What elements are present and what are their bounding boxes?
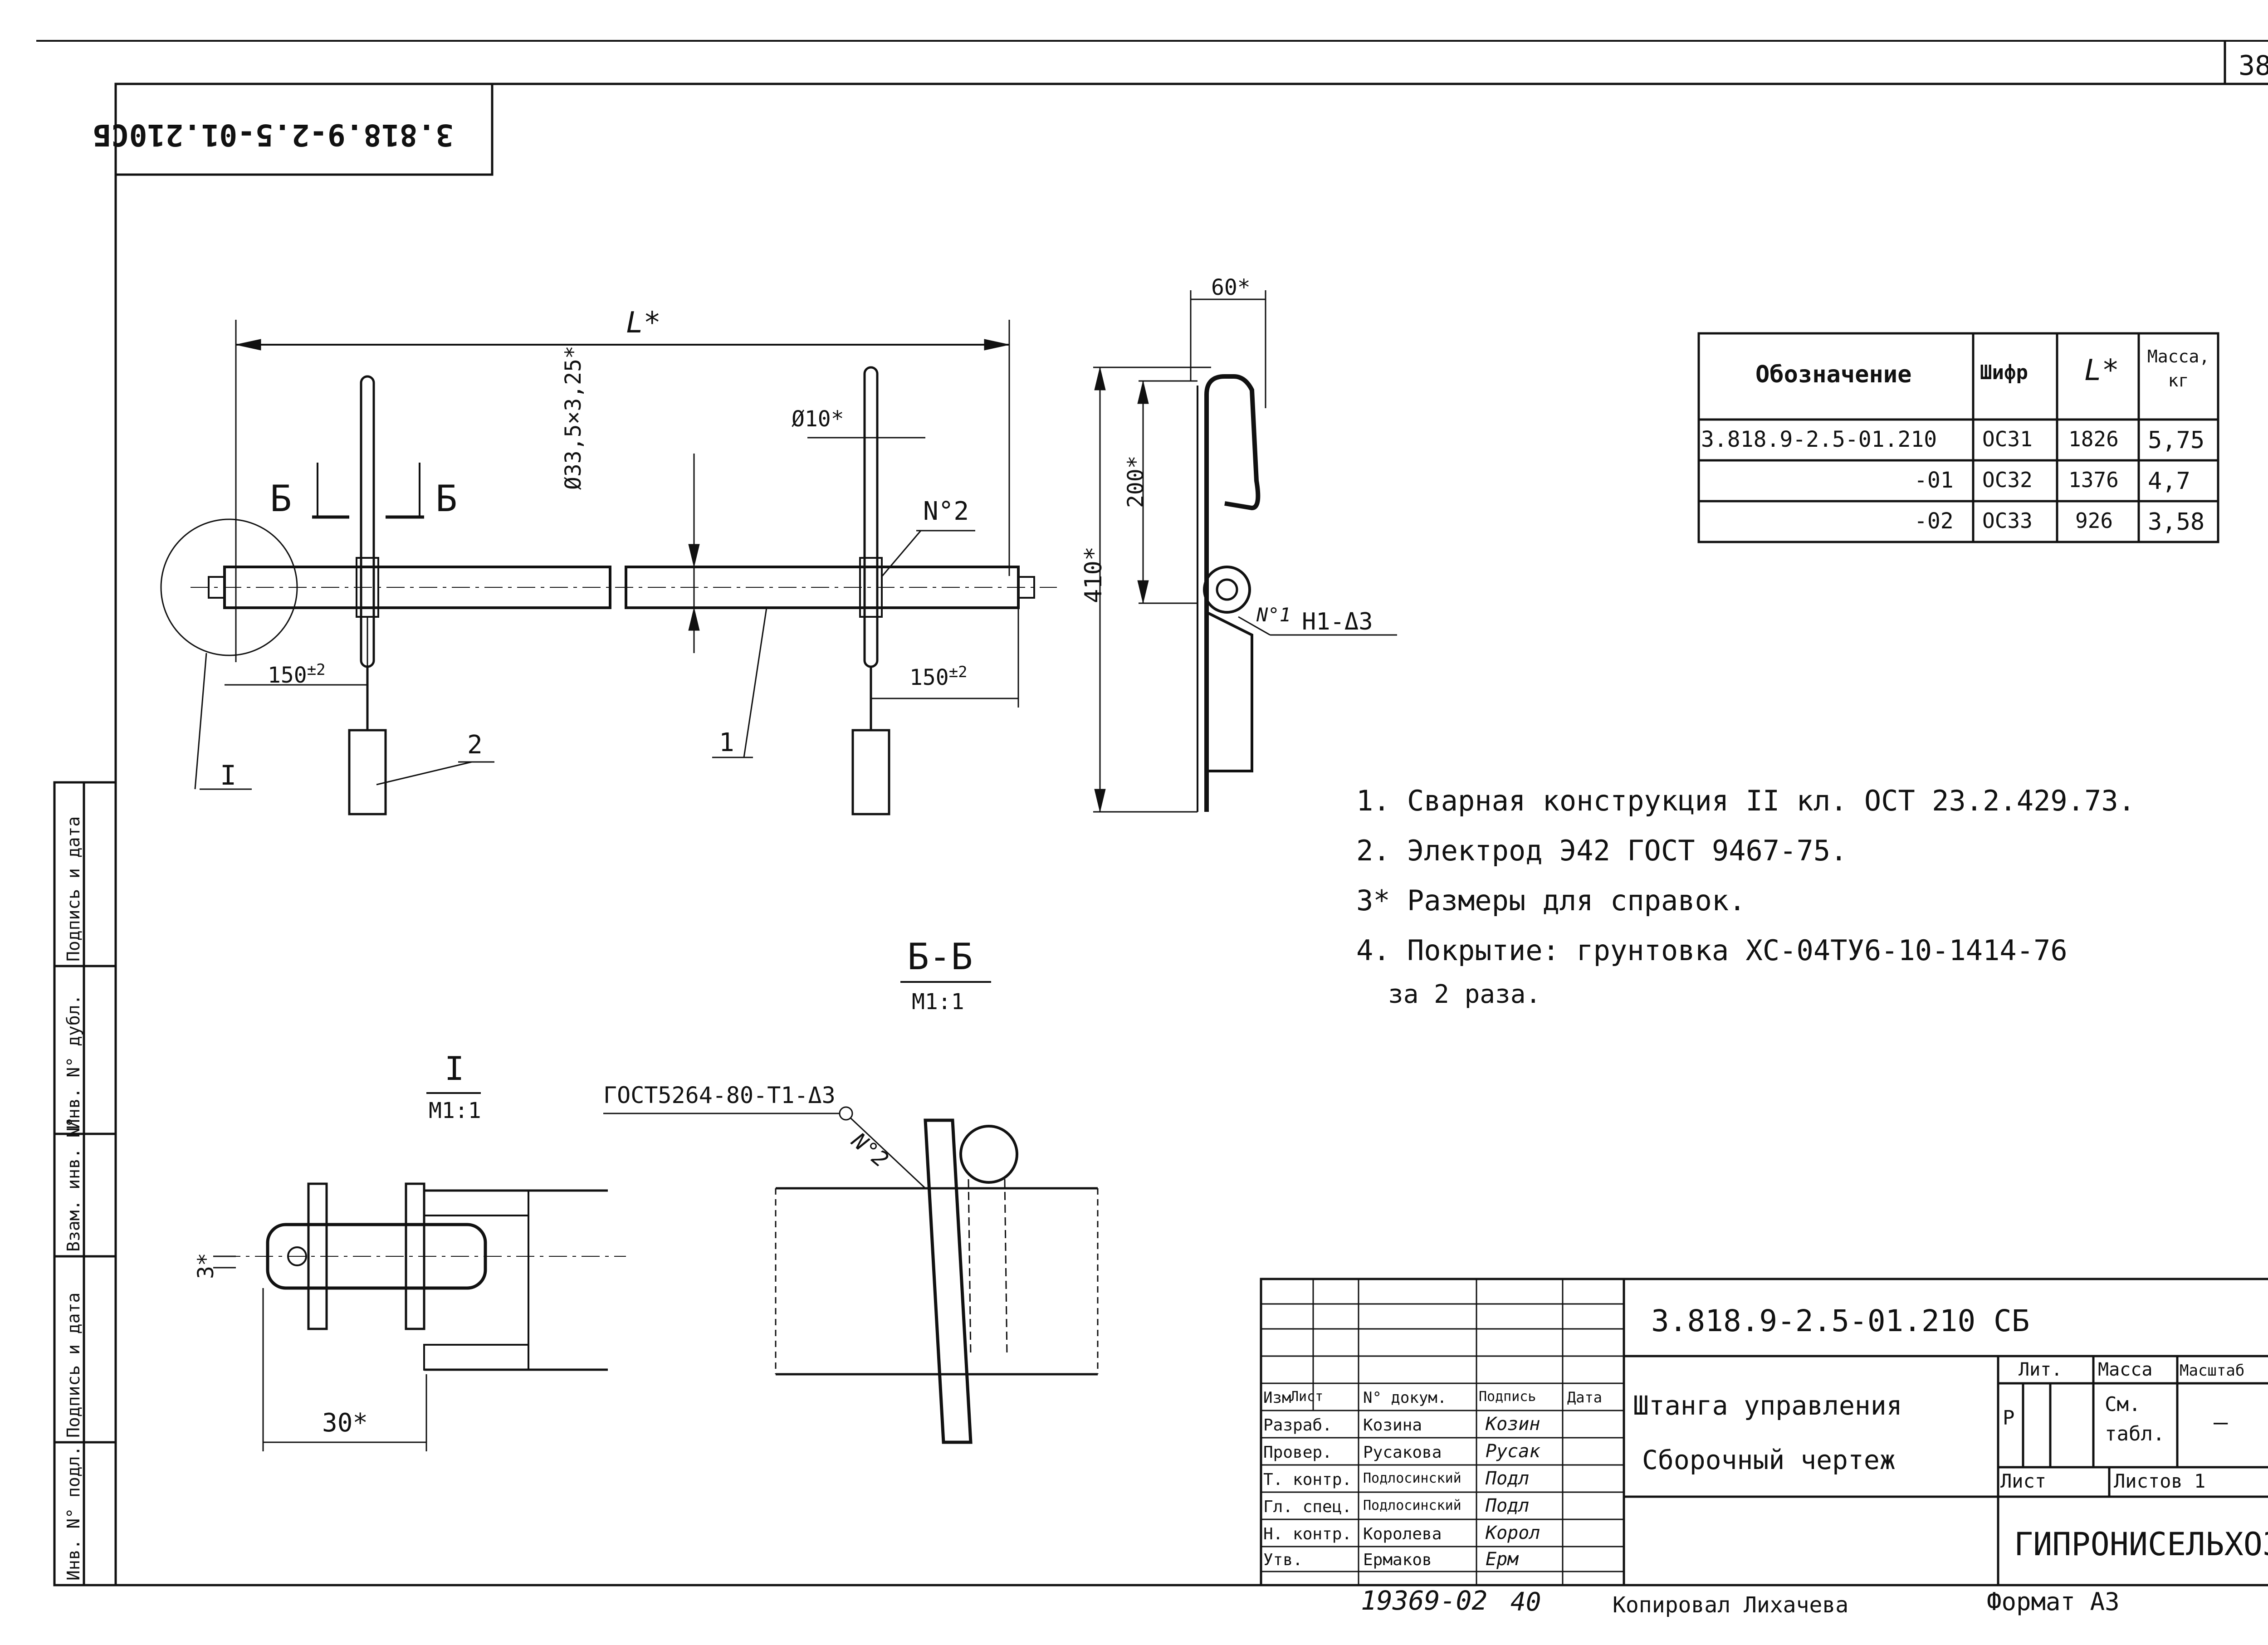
- name-checker: Русакова: [1363, 1443, 1442, 1462]
- name-approved: Ермаков: [1363, 1551, 1432, 1569]
- footer-inventory: 19369-02: [1361, 1585, 1488, 1616]
- strip-label-3: Взам. инв. N°: [64, 1117, 83, 1252]
- spec-row1-mass: 5,75: [2148, 427, 2205, 454]
- name-developer: Козина: [1363, 1416, 1422, 1435]
- spec-row3-designation: -02: [1914, 508, 1954, 534]
- title-organization: ГИПРОНИСЕЛЬХОЗ: [2014, 1526, 2268, 1563]
- title-scale-value: —: [2214, 1409, 2228, 1436]
- front-view: [160, 320, 1057, 815]
- side-weld-note: Н1-Δ3: [1302, 608, 1373, 635]
- sig-approved: Ерм: [1486, 1549, 1519, 1570]
- position-1: 1: [719, 728, 734, 757]
- name-tech-control: Подлосинский: [1363, 1470, 1461, 1486]
- dim-height-total: 410*: [1080, 546, 1107, 603]
- detail-I-scale: М1:1: [429, 1098, 481, 1123]
- dim-length: L*: [626, 306, 661, 340]
- role-approved: Утв.: [1263, 1551, 1303, 1569]
- dim-right-offset: 150±2: [909, 663, 968, 690]
- detail-I-dim-3: 3*: [193, 1253, 219, 1279]
- spec-row1-designation: 3.818.9-2.5-01.210: [1701, 427, 1937, 452]
- side-view: [1093, 290, 1397, 813]
- note-1: 1. Сварная конструкция II кл. ОСТ 23.2.4…: [1356, 784, 2136, 817]
- section-BB-title: Б-Б: [907, 936, 973, 978]
- spec-header-code: Шифр: [1980, 361, 2028, 384]
- col-header-list: Лист: [1290, 1389, 1324, 1405]
- title-lit-label: Лит.: [2019, 1359, 2063, 1380]
- strip-label-1: Подпись и дата: [64, 816, 83, 962]
- spec-row2-designation: -01: [1914, 468, 1954, 493]
- spec-row1-code: ОС31: [1982, 427, 2033, 451]
- title-mass-value-2: табл.: [2105, 1422, 2165, 1445]
- note-3: 3* Размеры для справок.: [1356, 884, 1746, 917]
- title-sheet-label: Лист: [2000, 1470, 2047, 1492]
- col-header-date: Дата: [1567, 1389, 1603, 1406]
- col-header-sig: Подпись: [1479, 1389, 1536, 1405]
- section-BB-weld-label: ГОСТ5264-80-Т1-Δ3: [603, 1082, 836, 1108]
- footer-copied-by: Копировал Лихачева: [1613, 1592, 1849, 1618]
- spec-row2-length: 1376: [2068, 468, 2119, 492]
- name-norm-control: Королева: [1363, 1525, 1442, 1543]
- role-tech-control: Т. контр.: [1263, 1470, 1352, 1489]
- title-sheets-label: Листов 1: [2114, 1470, 2206, 1492]
- spec-header-designation: Обозначение: [1755, 361, 1912, 388]
- title-lit-value: Р: [2003, 1406, 2015, 1430]
- dim-diameter: Ø33,5×3,25*: [561, 346, 586, 490]
- spec-row3-code: ОС33: [1982, 508, 2033, 533]
- dim-rod-diameter: Ø10*: [792, 406, 844, 432]
- footer-number: 40: [1510, 1587, 1541, 1617]
- spec-row2-mass: 4,7: [2148, 468, 2190, 495]
- col-header-doc: N° докум.: [1363, 1389, 1447, 1407]
- title-block-lines: [1260, 1278, 2268, 1586]
- side-stamp: 3.818.9-2.5-01.210СБ: [93, 117, 454, 152]
- strip-label-2: Инв. N° дубл.: [64, 994, 83, 1129]
- title-line-1: Штанга управления: [1633, 1390, 1902, 1421]
- spec-row1-length: 1826: [2068, 427, 2119, 451]
- role-developer: Разраб.: [1263, 1416, 1332, 1435]
- detail-I-dim-30: 30*: [322, 1408, 368, 1438]
- title-line-2: Сборочный чертеж: [1642, 1445, 1896, 1475]
- title-mass-label: Масса: [2098, 1359, 2153, 1380]
- section-BB: [603, 981, 1099, 1444]
- title-designation: 3.818.9-2.5-01.210 СБ: [1651, 1303, 2030, 1338]
- sig-checker: Русак: [1486, 1441, 1540, 1462]
- note-4: 4. Покрытие: грунтовка ХС-04ТУ6-10-1414-…: [1356, 934, 2068, 967]
- detail-I-title: I: [445, 1049, 464, 1088]
- side-weld-ref: N°1: [1256, 604, 1291, 626]
- title-scale-label: Масштаб: [2180, 1362, 2245, 1380]
- section-mark-left: Б: [270, 478, 292, 520]
- strip-label-5: Инв. N° подл.: [64, 1445, 83, 1581]
- section-mark-right: Б: [435, 478, 458, 520]
- sig-developer: Козин: [1486, 1414, 1540, 1435]
- spec-header-mass: Масса, кг: [2147, 347, 2210, 391]
- role-chief-spec: Гл. спец.: [1263, 1498, 1352, 1516]
- weld-ref-2: N°2: [923, 497, 969, 526]
- spec-table-lines: [1697, 332, 2219, 543]
- position-2: 2: [467, 730, 483, 760]
- sig-norm-control: Корол: [1486, 1523, 1540, 1543]
- col-header-izm: Изм: [1263, 1389, 1291, 1407]
- footer-format: Формат А3: [1987, 1587, 2120, 1616]
- title-mass-value-1: См.: [2105, 1393, 2141, 1416]
- spec-header-length: L*: [2084, 354, 2120, 387]
- spec-row3-mass: 3,58: [2148, 508, 2205, 536]
- dim-height-upper: 200*: [1123, 455, 1149, 508]
- sig-chief-spec: Подл: [1486, 1495, 1530, 1516]
- dim-width: 60*: [1211, 275, 1251, 300]
- spec-row3-length: 926: [2075, 508, 2113, 533]
- role-norm-control: Н. контр.: [1263, 1525, 1352, 1543]
- detail-callout: I: [220, 760, 237, 791]
- sig-tech-control: Подл: [1486, 1468, 1530, 1489]
- strip-label-4: Подпись и дата: [64, 1292, 83, 1438]
- note-2: 2. Электрод Э42 ГОСТ 9467-75.: [1356, 834, 1848, 867]
- detail-I: [213, 1092, 626, 1451]
- dim-left-offset: 150±2: [268, 661, 326, 688]
- sheet-number: 38: [2239, 50, 2268, 82]
- role-checker: Провер.: [1263, 1443, 1332, 1462]
- spec-row2-code: ОС32: [1982, 468, 2033, 492]
- name-chief-spec: Подлосинский: [1363, 1498, 1461, 1513]
- note-4-cont: за 2 раза.: [1388, 980, 1541, 1009]
- section-BB-scale: М1:1: [912, 989, 964, 1015]
